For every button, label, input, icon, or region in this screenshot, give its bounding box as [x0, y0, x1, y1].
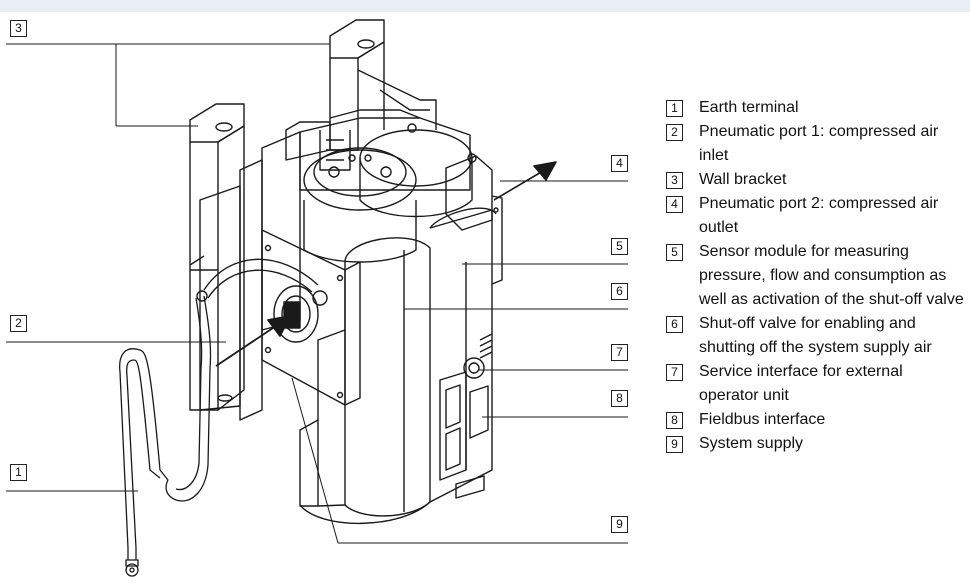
- lower-housing: [299, 195, 503, 525]
- earth-cable: [119, 295, 212, 577]
- legend-text: Pneumatic port 2: compressed air outlet: [699, 195, 939, 236]
- legend-text: Service interface for external operator …: [699, 363, 903, 404]
- callout-2: 2: [10, 315, 27, 332]
- legend-item-3: 3 Wall bracket: [666, 168, 966, 192]
- callout-3: 3: [10, 20, 27, 37]
- legend-text: Pneumatic port 1: compressed air inlet: [699, 123, 939, 164]
- leader-lines: [6, 43, 628, 544]
- legend-text: Sensor module for measuring pressure, fl…: [699, 243, 964, 308]
- arrow-port-2: [493, 161, 557, 201]
- callout-8: 8: [611, 390, 628, 407]
- main-body: [196, 131, 361, 421]
- legend-list: 1 Earth terminal 2 Pneumatic port 1: com…: [666, 96, 966, 456]
- legend-number: 6: [666, 316, 683, 333]
- callout-4: 4: [611, 155, 628, 172]
- sensor-module: [285, 109, 493, 263]
- legend-text: Fieldbus interface: [699, 411, 826, 428]
- legend-item-8: 8 Fieldbus interface: [666, 408, 966, 432]
- legend-number: 7: [666, 364, 683, 381]
- legend-item-7: 7 Service interface for external operato…: [666, 360, 966, 408]
- callout-5: 5: [611, 238, 628, 255]
- legend-item-6: 6 Shut-off valve for enabling and shutti…: [666, 312, 966, 360]
- legend-item-4: 4 Pneumatic port 2: compressed air outle…: [666, 192, 966, 240]
- legend-item-5: 5 Sensor module for measuring pressure, …: [666, 240, 966, 312]
- legend-number: 5: [666, 244, 683, 261]
- legend-text: Earth terminal: [699, 99, 799, 116]
- callout-7: 7: [611, 344, 628, 361]
- top-band: [0, 0, 970, 12]
- arrow-port-1: [215, 315, 291, 367]
- legend-number: 8: [666, 412, 683, 429]
- wall-bracket-left: [189, 103, 245, 411]
- legend-number: 2: [666, 124, 683, 141]
- legend-number: 9: [666, 436, 683, 453]
- legend-number: 4: [666, 196, 683, 213]
- legend-number: 3: [666, 172, 683, 189]
- legend-text: Wall bracket: [699, 171, 787, 188]
- callout-6: 6: [611, 283, 628, 300]
- legend-text: Shut-off valve for enabling and shutting…: [699, 315, 932, 356]
- legend-text: System supply: [699, 435, 804, 452]
- legend-item-9: 9 System supply: [666, 432, 966, 456]
- callout-1: 1: [10, 464, 27, 481]
- legend-item-1: 1 Earth terminal: [666, 96, 966, 120]
- legend-item-2: 2 Pneumatic port 1: compressed air inlet: [666, 120, 966, 168]
- callout-9: 9: [611, 516, 628, 533]
- legend-number: 1: [666, 100, 683, 117]
